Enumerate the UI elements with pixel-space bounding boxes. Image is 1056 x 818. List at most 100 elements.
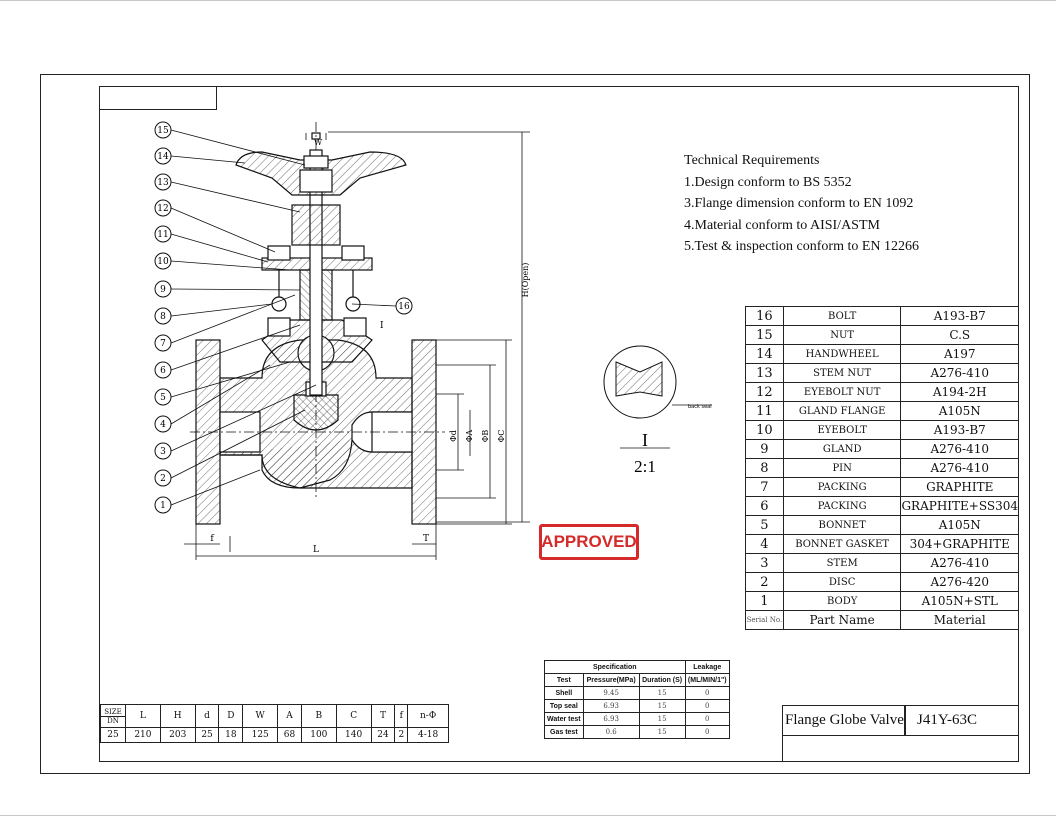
balloon-number: 15	[157, 126, 169, 136]
spec-test: Gas test	[544, 725, 584, 739]
part-material: A276-410	[900, 439, 1019, 459]
part-material: A105N+STL	[900, 591, 1019, 611]
part-number: 1	[745, 591, 784, 611]
dim-value: 68	[277, 727, 302, 743]
dim-value: 25	[194, 727, 220, 743]
size-label: SIZE	[101, 708, 125, 717]
balloon-number: 4	[160, 420, 166, 430]
balloon-circle	[154, 225, 172, 243]
balloon-number: 3	[160, 447, 166, 457]
part-material: A276-420	[900, 572, 1019, 592]
balloon-number: 10	[157, 257, 169, 267]
part-number: 15	[745, 325, 784, 345]
title-block-row: Flange Globe Valve J41Y-63C	[783, 706, 1018, 736]
balloon-circle	[395, 297, 413, 315]
spec-duration: 15	[638, 712, 686, 726]
spec-duration: 15	[638, 699, 686, 713]
part-balloon: 5	[154, 388, 172, 406]
part-number: 12	[745, 382, 784, 402]
dim-header: W	[242, 704, 279, 728]
part-name: BODY	[782, 591, 902, 611]
part-balloon: 11	[154, 225, 172, 243]
part-number: 6	[745, 496, 784, 516]
part-balloon: 3	[154, 442, 172, 460]
part-name: GLAND FLANGE	[782, 401, 902, 421]
dim-c-label: ΦC	[497, 430, 506, 443]
part-material: GRAPHITE	[900, 477, 1019, 497]
part-number: 3	[745, 553, 784, 573]
part-material: A276-410	[900, 458, 1019, 478]
tech-req-line: 1.Design conform to BS 5352	[684, 174, 852, 190]
dim-header: D	[218, 704, 244, 728]
part-balloon: 7	[154, 334, 172, 352]
tech-req-line: 4.Material conform to AISI/ASTM	[684, 217, 880, 233]
spec-header: Specification	[544, 660, 686, 674]
dim-l-label: L	[313, 545, 319, 555]
dim-value: 210	[125, 727, 161, 743]
part-name: PIN	[782, 458, 902, 478]
spec-duration: 15	[638, 686, 686, 700]
balloon-number: 14	[157, 152, 169, 162]
spec-leakage: 0	[684, 712, 731, 726]
dim-t-label: T	[423, 534, 429, 544]
part-balloon: 15	[154, 121, 172, 139]
part-number: 9	[745, 439, 784, 459]
part-balloon: 4	[154, 415, 172, 433]
spec-leakage: 0	[684, 725, 731, 739]
specification-table: Specification Leakage Test Pressure(MPa)…	[544, 660, 731, 739]
material-header: Material	[900, 610, 1019, 630]
part-balloon: 6	[154, 361, 172, 379]
part-number: 11	[745, 401, 784, 421]
dim-header: B	[300, 704, 337, 728]
spec-leakage: 0	[684, 699, 731, 713]
dim-header: f	[394, 704, 409, 728]
part-name-header: Part Name	[782, 610, 902, 630]
balloon-number: 7	[160, 339, 166, 349]
part-number: 8	[745, 458, 784, 478]
part-balloon: 10	[154, 252, 172, 270]
approved-stamp: APPROVED	[539, 524, 639, 560]
part-material: GRAPHITE+SS304	[900, 496, 1019, 516]
serial-header: Serial No.	[745, 610, 784, 630]
part-name: DISC	[782, 572, 902, 592]
part-number: 16	[745, 306, 784, 326]
part-balloon: 8	[154, 307, 172, 325]
part-name: BOLT	[782, 306, 902, 326]
part-name: BONNET	[782, 515, 902, 535]
part-balloon: 14	[154, 147, 172, 165]
balloon-number: 12	[157, 204, 168, 214]
drawing-sheet-border	[40, 74, 1030, 774]
dim-header: H	[159, 704, 196, 728]
spec-pressure: 6.93	[582, 699, 640, 713]
balloon-circle	[154, 334, 172, 352]
dim-header: d	[194, 704, 220, 728]
part-material: A105N	[900, 515, 1019, 535]
balloon-circle	[154, 388, 172, 406]
tech-req-line: 3.Flange dimension conform to EN 1092	[684, 196, 914, 211]
col-leak-unit: (ML/MIN/1")	[684, 673, 731, 687]
balloon-circle	[154, 121, 172, 139]
part-balloon: 9	[154, 280, 172, 298]
spec-duration: 15	[638, 725, 686, 739]
balloon-circle	[154, 252, 172, 270]
balloon-number: 13	[157, 178, 169, 188]
part-material: 304+GRAPHITE	[900, 534, 1019, 554]
part-material: A105N	[900, 401, 1019, 421]
part-material: C.S	[900, 325, 1019, 345]
